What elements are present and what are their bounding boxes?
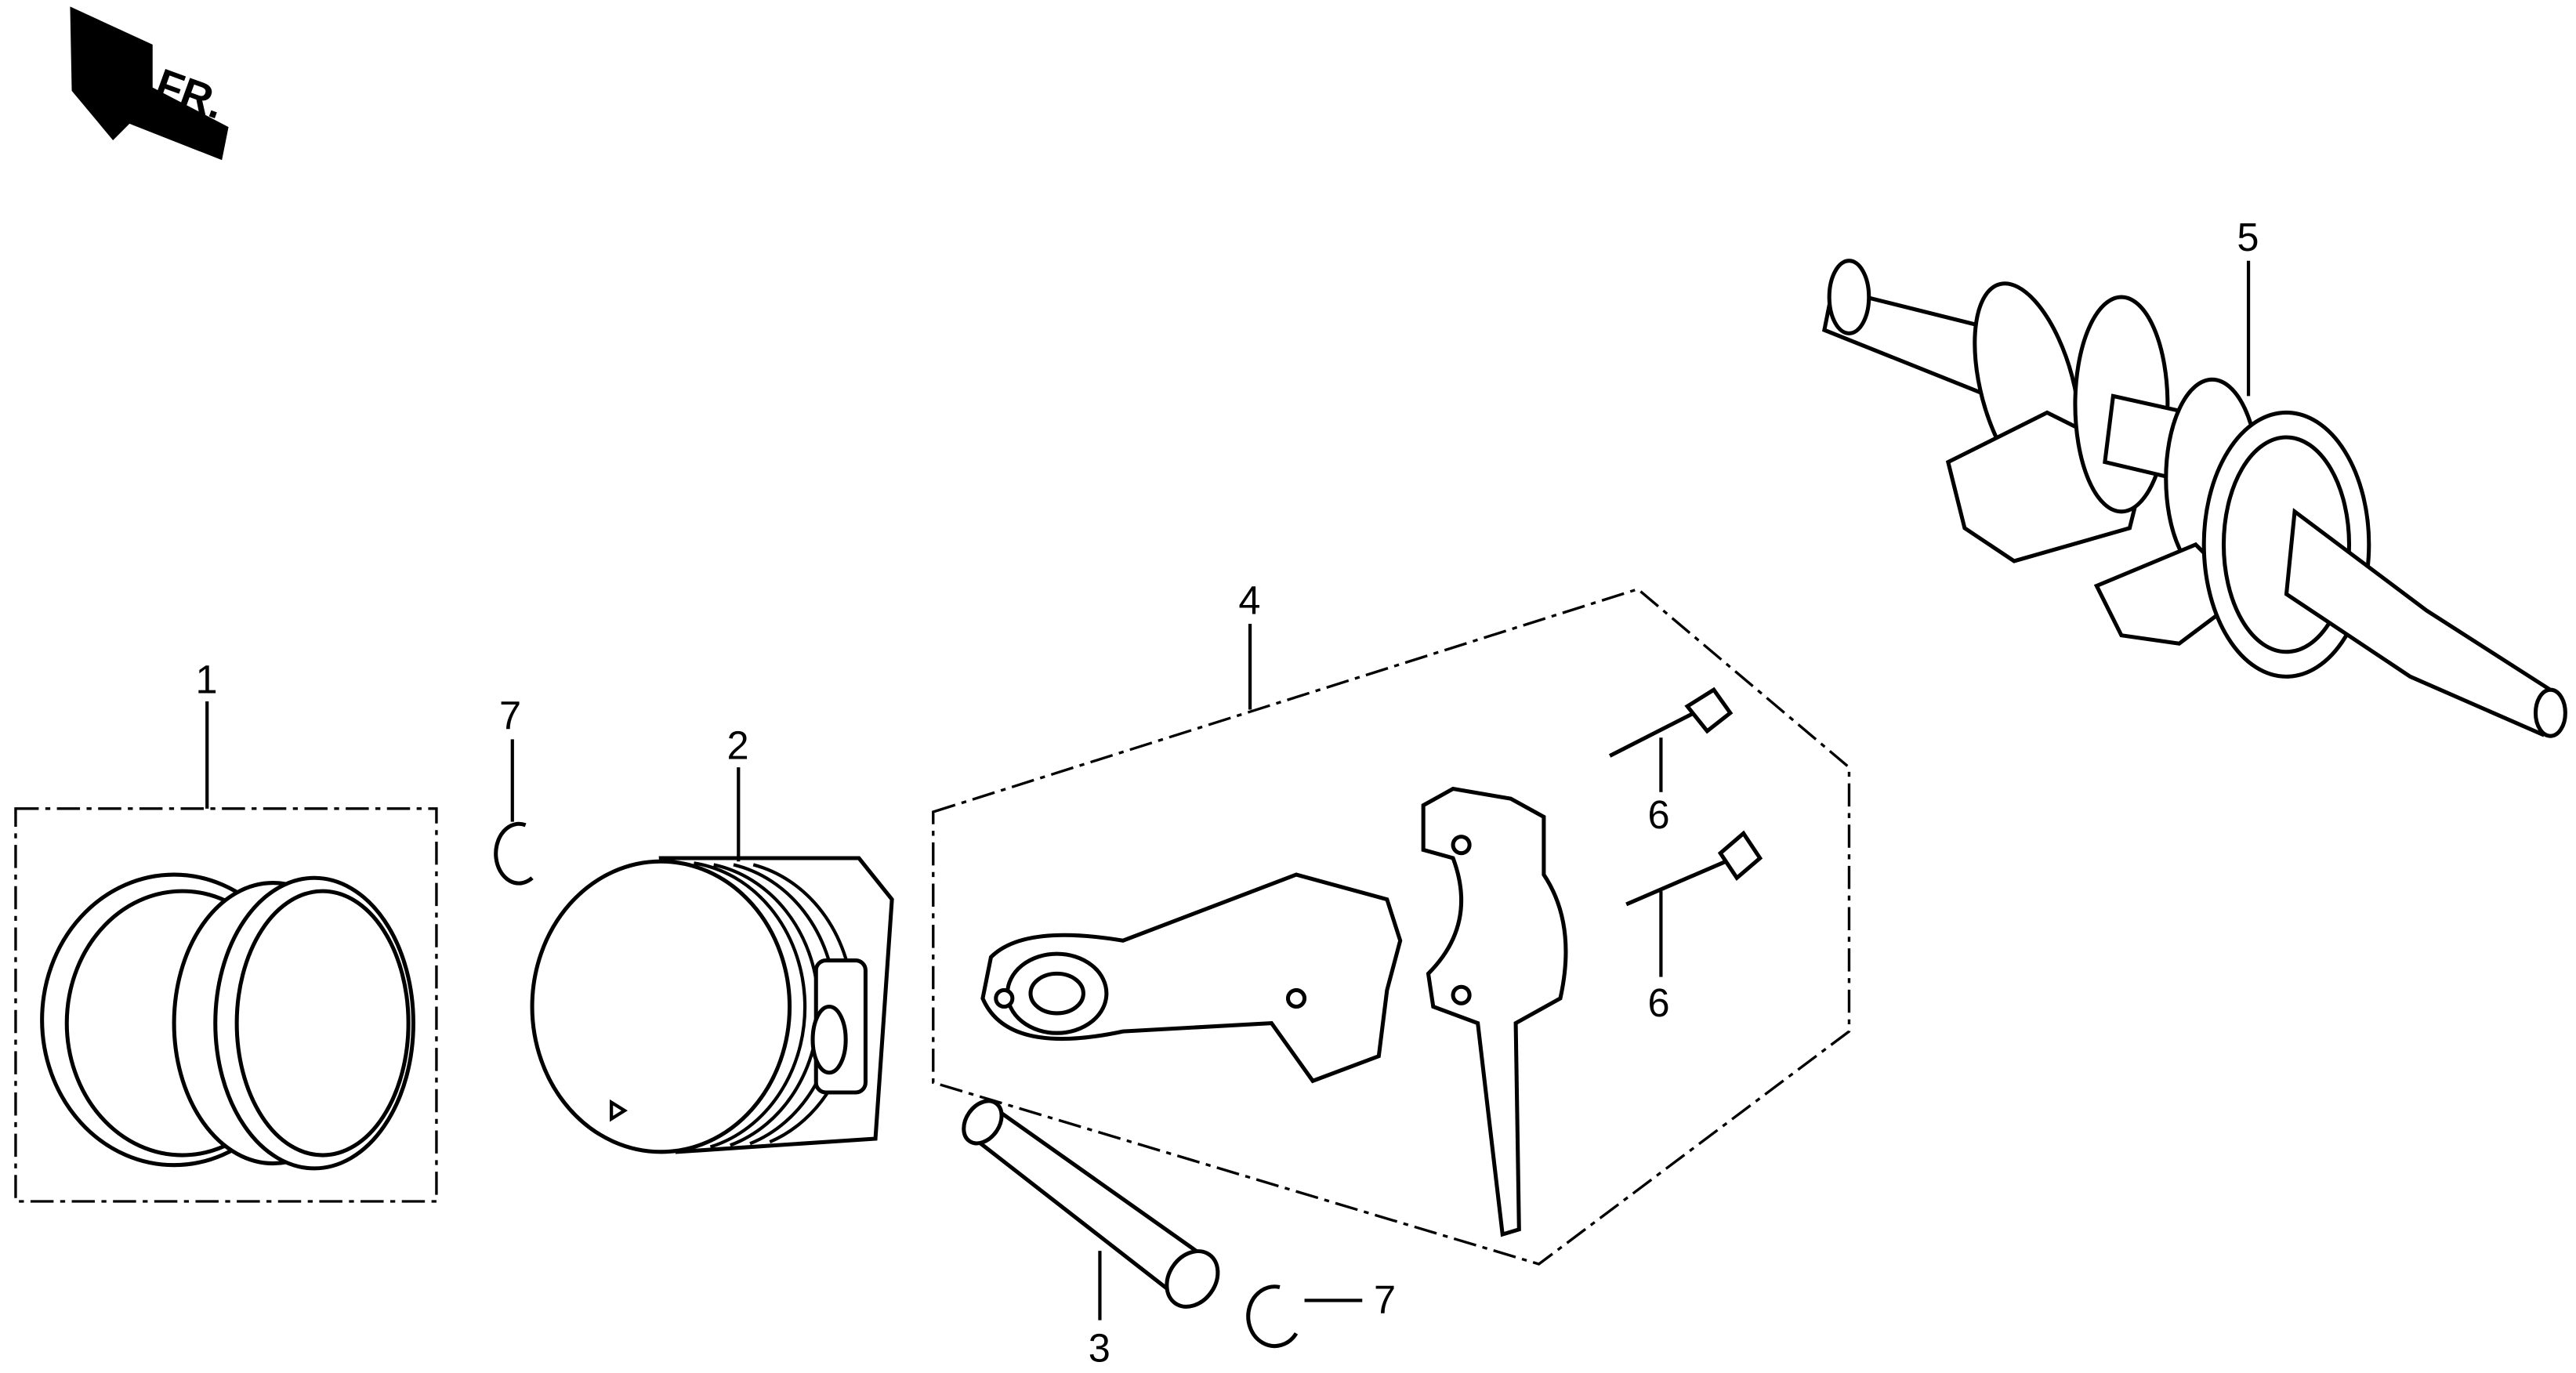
connecting-rod-cap[interactable] [1421,786,1568,1237]
pin-clip-lower[interactable] [1246,1284,1299,1349]
callout-5: 5 [2237,215,2259,259]
callout-1: 1 [195,657,217,701]
callout-3: 3 [1089,1325,1110,1370]
pin-clip-upper[interactable] [494,821,534,886]
piston-pin[interactable] [956,1094,1228,1317]
callout-2: 2 [727,723,749,768]
conrod-assembly-boundary [932,587,1851,1266]
callout-7-upper: 7 [499,694,521,738]
ring-set-boundary [14,807,438,1203]
rod-bolt-upper[interactable] [1608,686,1734,758]
callout-4: 4 [1238,578,1260,622]
crankshaft[interactable] [1821,259,2567,738]
rod-bolt-lower[interactable] [1625,830,1763,907]
callout-6-upper: 6 [1648,792,1670,837]
callout-6-lower: 6 [1648,980,1670,1025]
front-arrow-icon [70,6,229,161]
callout-7-lower: 7 [1374,1277,1396,1322]
piston[interactable] [530,856,894,1154]
front-direction-indicator: FR. [70,6,231,161]
piston-ring-set[interactable] [14,807,438,1203]
connecting-rod[interactable] [980,872,1403,1084]
